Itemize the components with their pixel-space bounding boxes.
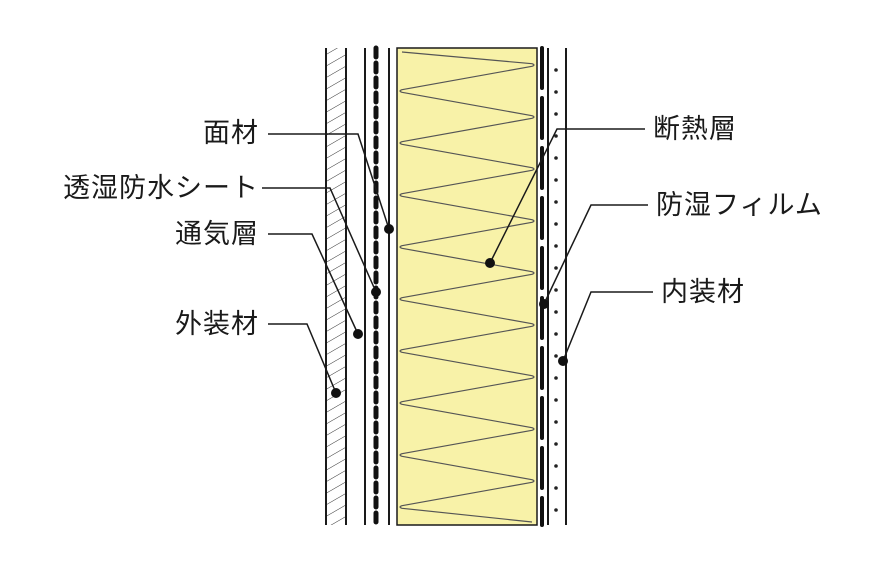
interior-dot — [554, 156, 558, 160]
leader-gaisouzai — [268, 323, 337, 394]
interior-dot — [554, 442, 558, 446]
label-naisouzai: 内装材 — [661, 277, 745, 308]
interior-dot — [554, 398, 558, 402]
interior-dot — [554, 420, 558, 424]
interior-dot — [554, 354, 558, 358]
interior-dot — [554, 486, 558, 490]
dot-dannetsusou — [485, 258, 495, 268]
interior-dot — [554, 68, 558, 72]
interior-dot — [554, 310, 558, 314]
label-menzai: 面材 — [203, 118, 259, 149]
leader-menzai — [268, 133, 390, 230]
leader-boshitsu-film — [543, 204, 648, 305]
label-dannetsusou: 断熱層 — [653, 114, 737, 145]
interior-dot — [554, 178, 558, 182]
label-gaisouzai: 外装材 — [175, 309, 259, 340]
leader-tsukisou — [268, 233, 359, 335]
interior-dot — [554, 288, 558, 292]
interior-dot — [554, 134, 558, 138]
interior-dot — [554, 508, 558, 512]
interior-dot — [554, 332, 558, 336]
leader-toshitsu-bosui-sheet — [262, 187, 377, 293]
interior-dot — [554, 200, 558, 204]
interior-dot — [554, 222, 558, 226]
interior-dot — [554, 90, 558, 94]
dot-naisouzai — [558, 356, 568, 366]
dot-tsukisou — [353, 329, 363, 339]
interior-dot — [554, 112, 558, 116]
interior-dot — [554, 266, 558, 270]
interior-finish — [547, 48, 567, 525]
leader-dannetsusou — [489, 128, 645, 264]
insulation-layer — [396, 47, 538, 526]
leader-naisouzai — [562, 291, 653, 362]
interior-dot — [554, 464, 558, 468]
interior-dot — [554, 376, 558, 380]
dot-gaisouzai — [331, 388, 341, 398]
label-boshitsu-film: 防湿フィルム — [656, 190, 823, 221]
dot-toshitsu-bosui-sheet — [371, 287, 381, 297]
label-tsukisou: 通気層 — [175, 219, 259, 250]
dot-boshitsu-film — [539, 299, 549, 309]
label-toshitsu-bosui-sheet: 透湿防水シート — [63, 173, 259, 204]
dot-menzai — [384, 224, 394, 234]
interior-dot — [554, 244, 558, 248]
